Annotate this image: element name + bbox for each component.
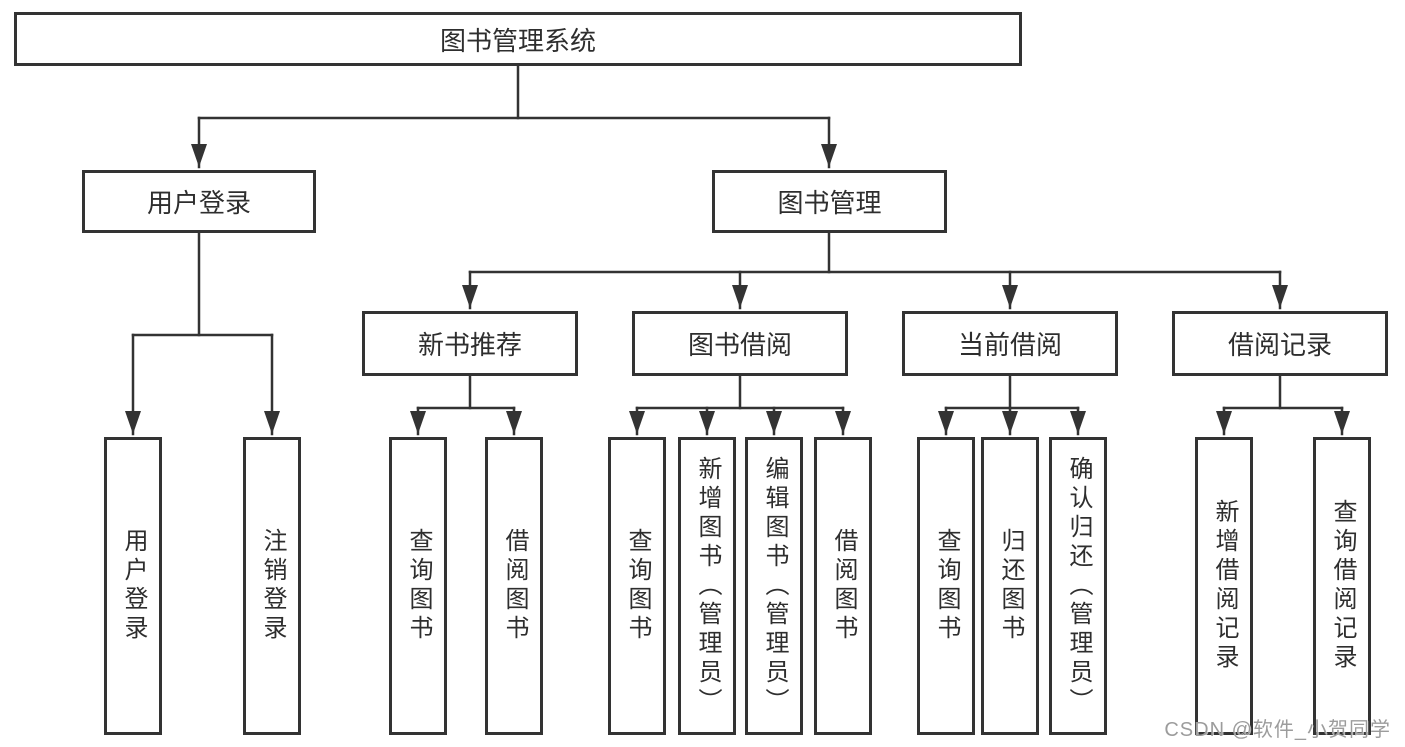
connector-current-borrowing — [938, 374, 1086, 436]
connector-book-management — [462, 231, 1288, 310]
leaf-borrow-books-recommend: 借阅图书 — [485, 437, 543, 735]
node-new-book-recommendation: 新书推荐 — [362, 311, 578, 376]
leaf-borrow-books-borrow: 借阅图书 — [814, 437, 872, 735]
leaf-add-borrow-record: 新增借阅记录 — [1195, 437, 1253, 735]
leaf-query-books-recommend: 查询图书 — [389, 437, 447, 735]
watermark: CSDN @软件_小贺同学 — [1164, 719, 1391, 741]
node-book-management: 图书管理 — [712, 170, 947, 233]
connector-user-login — [125, 231, 280, 436]
leaf-logout: 注销登录 — [243, 437, 301, 735]
node-book-borrowing: 图书借阅 — [632, 311, 848, 376]
connector-root — [191, 64, 837, 169]
leaf-query-borrow-record: 查询借阅记录 — [1313, 437, 1371, 735]
node-library-management-system: 图书管理系统 — [14, 12, 1022, 66]
leaf-user-login: 用户登录 — [104, 437, 162, 735]
leaf-query-books-current: 查询图书 — [917, 437, 975, 735]
leaf-query-books-borrow: 查询图书 — [608, 437, 666, 735]
leaf-confirm-return-admin: 确认归还（管理员） — [1049, 437, 1107, 735]
leaf-add-book-admin: 新增图书（管理员） — [678, 437, 736, 735]
node-user-login: 用户登录 — [82, 170, 316, 233]
leaf-edit-book-admin: 编辑图书（管理员） — [745, 437, 803, 735]
connector-new-book-recommendation — [410, 374, 522, 436]
leaf-return-book: 归还图书 — [981, 437, 1039, 735]
node-borrowing-records: 借阅记录 — [1172, 311, 1388, 376]
node-current-borrowing: 当前借阅 — [902, 311, 1118, 376]
connector-book-borrowing — [629, 374, 851, 436]
connector-borrowing-records — [1216, 374, 1350, 436]
